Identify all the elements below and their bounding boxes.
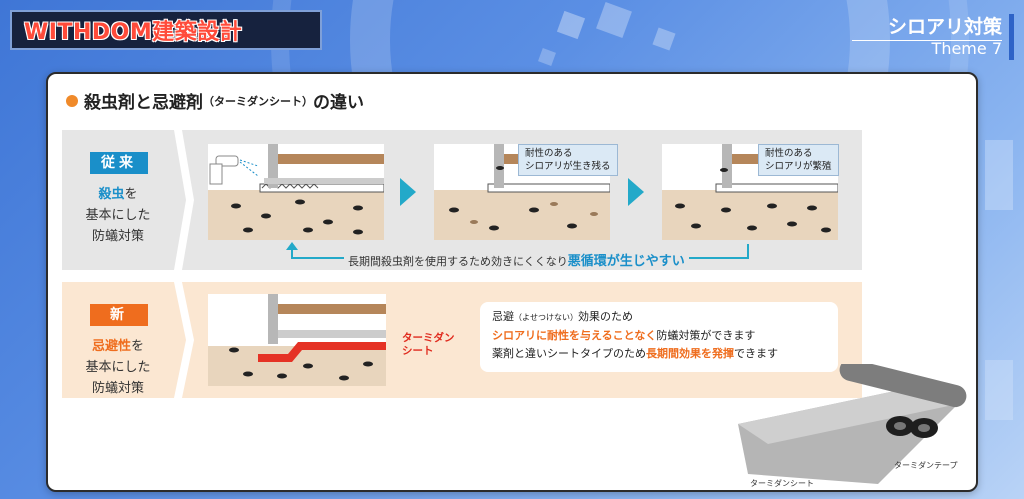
callout-survive-line1: 耐性のある bbox=[525, 148, 573, 159]
row-conventional-label: 従来 殺虫を 基本にした 防蟻対策 bbox=[62, 130, 174, 270]
theme-accent-bar bbox=[1009, 14, 1014, 60]
speech-l3b: 長期間効果を発揮 bbox=[646, 347, 734, 360]
callout-breed: 耐性のある シロアリが繁殖 bbox=[758, 144, 839, 176]
brand-logo: WITHDOM建築設計 bbox=[10, 10, 322, 50]
row-chevron bbox=[174, 130, 194, 270]
bullet-dot bbox=[66, 94, 78, 107]
theme-header: シロアリ対策 Theme 7 bbox=[888, 12, 1002, 58]
badge-new: 新 bbox=[90, 304, 148, 326]
heading-main: 殺虫剤と忌避剤 bbox=[84, 93, 203, 113]
speech-box: 忌避（よせつけない）効果のため シロアリに耐性を与えることなく防蟻対策ができます… bbox=[480, 302, 838, 372]
speech-l3c: できます bbox=[734, 347, 778, 360]
speech-line3: 薬剤と違いシートタイプのため長期間効果を発揮できます bbox=[492, 345, 826, 363]
callout-breed-line2: シロアリが繁殖 bbox=[765, 161, 832, 172]
new-line3: 防蟻対策 bbox=[91, 381, 144, 396]
speech-line1: 忌避（よせつけない）効果のため bbox=[492, 308, 826, 327]
theme-divider bbox=[852, 40, 1002, 41]
arrow-right-icon bbox=[400, 178, 416, 206]
product-sheet-label: ターミダンシート bbox=[750, 479, 814, 488]
callout-survive: 耐性のある シロアリが生き残る bbox=[518, 144, 618, 176]
theme-subtitle: Theme 7 bbox=[931, 39, 1002, 58]
spray-bottle-icon bbox=[209, 155, 239, 185]
speech-l3a: 薬剤と違いシートタイプのため bbox=[492, 347, 646, 360]
cycle-caption-text: 長期間殺虫剤を使用するため効きにくくなり bbox=[348, 255, 568, 268]
row-new-label: 新 忌避性を 基本にした 防蟻対策 bbox=[62, 282, 174, 398]
row-conventional-text: 殺虫を 基本にした 防蟻対策 bbox=[72, 184, 164, 247]
scene-sheet bbox=[208, 294, 386, 386]
badge-conventional: 従来 bbox=[90, 152, 148, 174]
speech-line2: シロアリに耐性を与えることなく防蟻対策ができます bbox=[492, 327, 826, 345]
section-heading: 殺虫剤と忌避剤 （ターミダンシート） の違い bbox=[66, 88, 364, 113]
new-keyword: 忌避性 bbox=[91, 339, 131, 354]
scene-spray bbox=[208, 144, 384, 240]
row-new-text: 忌避性を 基本にした 防蟻対策 bbox=[72, 336, 164, 399]
arrow-right-icon bbox=[628, 178, 644, 206]
content-card: 殺虫剤と忌避剤 （ターミダンシート） の違い 従来 殺虫を 基本にした 防蟻対策 bbox=[46, 72, 978, 492]
sheet-label-line1: ターミダン bbox=[402, 332, 455, 344]
row-chevron bbox=[174, 282, 194, 398]
speech-l2a: シロアリに耐性を与えることなく bbox=[492, 329, 657, 342]
cycle-caption-strong: 悪循環が生じやすい bbox=[567, 254, 685, 269]
product-image bbox=[738, 364, 967, 484]
new-line1-rest: を bbox=[131, 339, 145, 354]
new-line2: 基本にした bbox=[85, 360, 151, 375]
heading-paren: （ターミダンシート） bbox=[203, 94, 313, 108]
callout-survive-line2: シロアリが生き残る bbox=[525, 161, 611, 172]
speech-l1b: （よせつけない） bbox=[514, 313, 578, 322]
conventional-line1-rest: を bbox=[124, 187, 138, 202]
sheet-label: ターミダン シート bbox=[402, 332, 455, 358]
product-tape-label: ターミダンテープ bbox=[894, 461, 958, 470]
speech-l2b: 防蟻対策ができます bbox=[656, 329, 756, 342]
conventional-line2: 基本にした bbox=[85, 208, 151, 223]
cycle-caption: 長期間殺虫剤を使用するため効きにくくなり悪循環が生じやすい bbox=[344, 250, 689, 269]
theme-title: シロアリ対策 bbox=[887, 16, 1002, 38]
row-conventional: 従来 殺虫を 基本にした 防蟻対策 bbox=[62, 130, 862, 270]
callout-breed-line1: 耐性のある bbox=[765, 148, 813, 159]
sheet-label-line2: シート bbox=[402, 345, 434, 357]
speech-l1c: 効果のため bbox=[578, 310, 633, 323]
heading-tail: の違い bbox=[313, 93, 364, 113]
conventional-keyword: 殺虫 bbox=[98, 187, 125, 202]
brand-logo-text: WITHDOM建築設計 bbox=[24, 20, 243, 45]
speech-l1a: 忌避 bbox=[492, 310, 514, 323]
conventional-line3: 防蟻対策 bbox=[91, 229, 144, 244]
